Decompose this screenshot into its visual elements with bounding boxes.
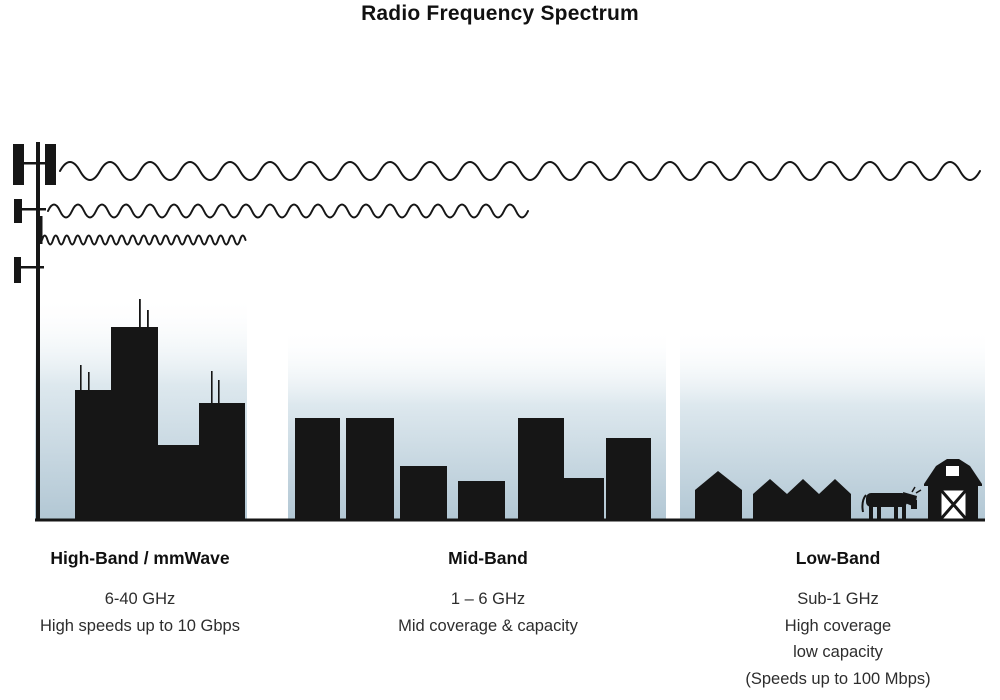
cow-icon	[861, 486, 922, 519]
band-title-high: High-Band / mmWave	[50, 548, 230, 568]
band-freq-mid: 1 – 6 GHz	[450, 590, 526, 608]
band-label-mid: Mid-Band 1 – 6 GHz Mid coverage & capaci…	[338, 548, 638, 639]
band-desc-low-2: low capacity	[793, 643, 883, 661]
page-title: Radio Frequency Spectrum	[361, 2, 639, 25]
ground-baseline	[35, 518, 985, 522]
band-title-mid: Mid-Band	[448, 548, 528, 568]
band-label-high: High-Band / mmWave 6-40 GHz High speeds …	[15, 548, 265, 639]
band-freq-low: Sub-1 GHz	[797, 590, 879, 608]
radio-waves	[41, 161, 981, 246]
spectrum-scene	[13, 142, 985, 522]
band-desc-mid: Mid coverage & capacity	[398, 616, 578, 635]
mid-frequency-wave	[47, 203, 529, 219]
city-skyline-icon	[75, 299, 245, 520]
houses-icon	[695, 471, 851, 520]
midrise-buildings-icon	[295, 418, 651, 520]
band-title-low: Low-Band	[795, 548, 881, 568]
low-frequency-wave	[59, 161, 981, 181]
band-label-low: Low-Band Sub-1 GHz High coverage low cap…	[688, 548, 988, 692]
band-freq-high: 6-40 GHz	[104, 590, 176, 608]
band-desc-low-3: (Speeds up to 100 Mbps)	[745, 669, 931, 688]
barn-loft-window	[946, 466, 959, 476]
cell-tower-icon	[13, 142, 56, 520]
band-desc-high: High speeds up to 10 Gbps	[40, 616, 240, 635]
barn-icon	[924, 459, 982, 522]
band-desc-low-1: High coverage	[784, 616, 892, 635]
high-frequency-wave	[41, 234, 247, 246]
